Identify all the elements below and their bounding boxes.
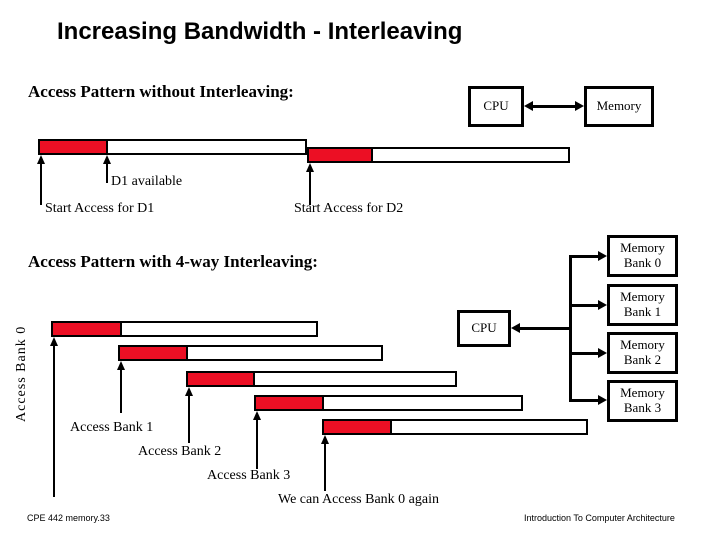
label-start-access-d2: Start Access for D2	[294, 201, 404, 216]
memory-bank-0-line1: Memory	[620, 240, 665, 256]
cpu-memory-bus-line	[533, 105, 575, 108]
cpu-box-top: CPU	[468, 86, 524, 127]
cpu-bus-arrow-icon	[511, 323, 520, 333]
timeline-bar-bank1-busy	[120, 347, 188, 359]
cpu-memory-arrow-left-icon	[524, 101, 533, 111]
label-start-access-d1: Start Access for D1	[45, 201, 155, 216]
bank-1-branch-line	[569, 304, 601, 307]
timeline-bar-d1	[38, 139, 307, 155]
timeline-bar-bank0-again-busy	[324, 421, 392, 433]
memory-bank-2-box: Memory Bank 2	[607, 332, 678, 374]
memory-bank-0-line2: Bank 0	[623, 255, 662, 270]
bank-bus-spine	[569, 255, 572, 401]
footer-right-text: Introduction To Computer Architecture	[524, 513, 675, 523]
bank-3-arrow-icon	[598, 395, 607, 405]
bank-3-branch-line	[569, 399, 601, 402]
memory-bank-1-line1: Memory	[620, 289, 665, 305]
cpu-bus-line	[520, 327, 572, 330]
timeline-bar-bank3-busy	[256, 397, 324, 409]
label-d1-available: D1 available	[111, 174, 183, 189]
timeline-bar-bank2	[186, 371, 457, 387]
memory-bank-2-line1: Memory	[620, 337, 665, 353]
bank-0-arrow-icon	[598, 251, 607, 261]
memory-bank-3-box: Memory Bank 3	[607, 380, 678, 422]
label-access-bank-0-again: We can Access Bank 0 again	[278, 492, 439, 507]
label-access-bank-2: Access Bank 2	[138, 444, 222, 459]
label-access-bank-1: Access Bank 1	[70, 420, 154, 435]
page-title: Increasing Bandwidth - Interleaving	[57, 18, 463, 45]
timeline-bar-d2-busy	[309, 149, 373, 161]
cpu-memory-arrow-right-icon	[575, 101, 584, 111]
heading-without-interleaving: Access Pattern without Interleaving:	[28, 82, 294, 101]
memory-bank-2-line2: Bank 2	[623, 352, 662, 367]
cpu-box-top-label: CPU	[483, 98, 509, 114]
cpu-box-bottom-label: CPU	[471, 320, 497, 336]
timeline-bar-d2	[307, 147, 570, 163]
memory-bank-1-line2: Bank 1	[623, 304, 662, 319]
timeline-bar-bank3	[254, 395, 523, 411]
label-access-bank-3: Access Bank 3	[207, 468, 291, 483]
bank-0-branch-line	[569, 255, 601, 258]
memory-bank-0-box: Memory Bank 0	[607, 235, 678, 277]
bank-2-arrow-icon	[598, 348, 607, 358]
timeline-bar-bank0-again	[322, 419, 588, 435]
cpu-box-bottom: CPU	[457, 310, 511, 347]
heading-with-interleaving: Access Pattern with 4-way Interleaving:	[28, 252, 318, 271]
timeline-bar-bank0	[51, 321, 318, 337]
timeline-bar-bank1	[118, 345, 383, 361]
axis-label-access-bank-0: Access Bank 0	[14, 325, 29, 422]
memory-bank-1-box: Memory Bank 1	[607, 284, 678, 326]
footer-left-text: CPE 442 memory.33	[27, 513, 110, 523]
memory-box-top-label: Memory	[596, 98, 642, 114]
memory-bank-3-line2: Bank 3	[623, 400, 662, 415]
bank-2-branch-line	[569, 352, 601, 355]
timeline-bar-bank0-busy	[53, 323, 122, 335]
bank-1-arrow-icon	[598, 300, 607, 310]
memory-bank-3-line1: Memory	[620, 385, 665, 401]
timeline-bar-d1-busy	[40, 141, 108, 153]
timeline-bar-bank2-busy	[188, 373, 255, 385]
memory-box-top: Memory	[584, 86, 654, 127]
